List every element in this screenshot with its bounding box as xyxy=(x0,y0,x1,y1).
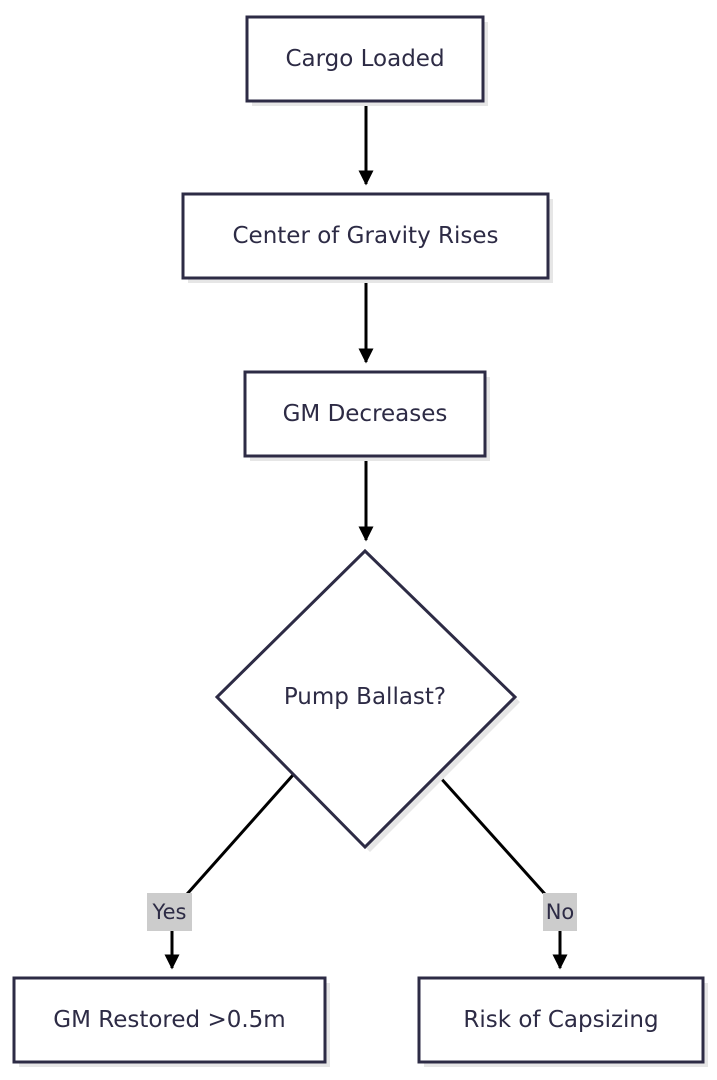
edge-label-yes-text: Yes xyxy=(152,900,187,924)
node-gm-restored-box xyxy=(12,976,327,1064)
edge-label-no-text: No xyxy=(546,900,575,924)
node-center-of-gravity-rises: Center of Gravity Rises xyxy=(181,192,553,283)
edge-pump-to-risk-capsizing xyxy=(436,773,568,970)
node-gm-restored: GM Restored >0.5m xyxy=(12,976,330,1067)
node-risk-of-capsizing-label: Risk of Capsizing xyxy=(463,1007,658,1033)
node-center-of-gravity-rises-box xyxy=(181,192,550,280)
node-pump-ballast-label: Pump Ballast? xyxy=(284,684,446,710)
node-pump-ballast-diamond xyxy=(214,548,518,850)
node-gm-restored-label: GM Restored >0.5m xyxy=(53,1007,285,1033)
node-cargo-loaded-box xyxy=(245,15,485,103)
node-risk-of-capsizing-box xyxy=(417,976,705,1064)
node-gm-decreases-box xyxy=(243,370,487,458)
edge-label-no-bg xyxy=(543,893,577,931)
edge-label-yes: Yes xyxy=(147,893,192,931)
node-gm-decreases: GM Decreases xyxy=(243,370,490,461)
node-pump-ballast: Pump Ballast? xyxy=(214,548,520,852)
node-gm-decreases-label: GM Decreases xyxy=(283,401,448,427)
edge-label-no: No xyxy=(543,893,577,931)
node-cargo-loaded-label: Cargo Loaded xyxy=(285,46,444,72)
node-risk-of-capsizing: Risk of Capsizing xyxy=(417,976,708,1067)
node-center-of-gravity-rises-label: Center of Gravity Rises xyxy=(232,223,498,249)
node-cargo-loaded: Cargo Loaded xyxy=(245,15,488,106)
edge-label-yes-bg xyxy=(147,893,192,931)
edge-pump-to-gm-restored xyxy=(164,774,295,970)
